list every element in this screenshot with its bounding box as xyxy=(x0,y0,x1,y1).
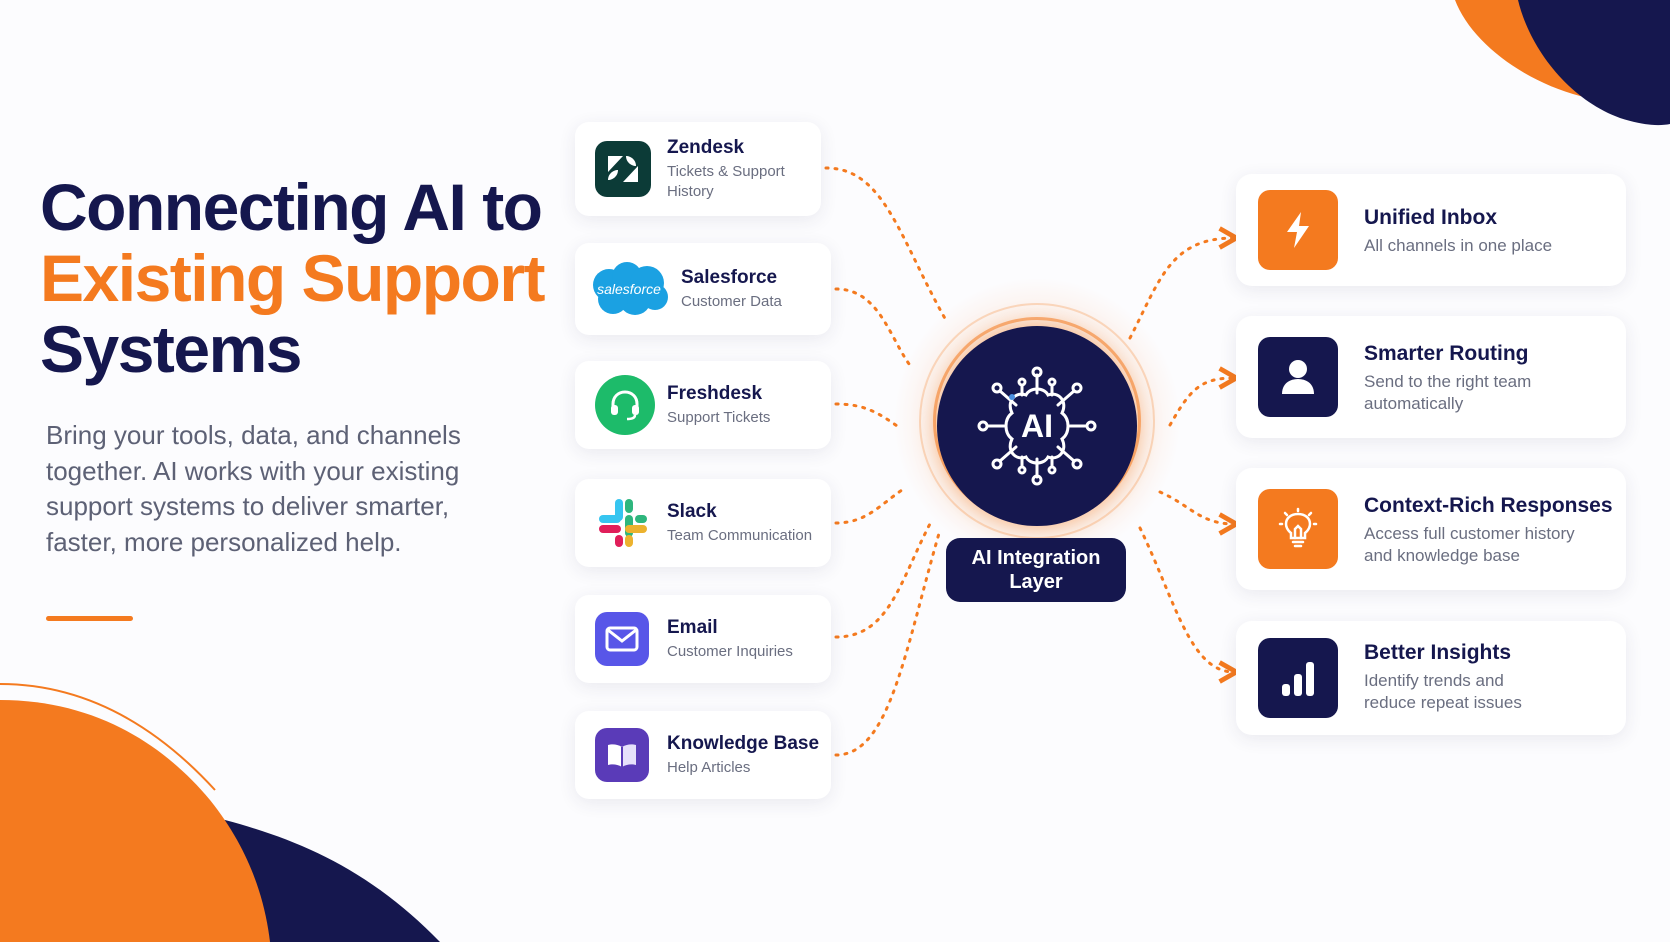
source-name: Knowledge Base xyxy=(667,733,820,754)
source-card-salesforce: salesforce Salesforce Customer Data xyxy=(575,243,831,335)
outcome-description: All channels in one place xyxy=(1364,236,1553,255)
zendesk-logo-icon xyxy=(595,141,651,197)
headset-icon xyxy=(595,375,655,435)
outcome-description: Send to the right team automatically xyxy=(1364,372,1532,413)
ai-brain-icon: AI xyxy=(977,366,1097,486)
connector-unified-inbox xyxy=(1128,238,1234,340)
source-name: Zendesk xyxy=(667,137,745,158)
salesforce-logo-text: salesforce xyxy=(597,281,661,297)
outcome-card-unified-inbox: Unified Inbox All channels in one place xyxy=(1236,174,1626,286)
salesforce-logo-icon: salesforce xyxy=(587,259,671,319)
headline-line-3: Systems xyxy=(40,312,303,386)
source-text-email: Email Customer Inquiries xyxy=(667,616,823,662)
outcome-text-context-rich: Context-Rich Responses Access full custo… xyxy=(1364,492,1616,567)
intro-text: Bring your tools, data, and channels tog… xyxy=(46,420,461,557)
source-card-slack: Slack Team Communication xyxy=(575,479,831,567)
headline: Connecting AI to Existing Support System… xyxy=(40,170,546,386)
connector-zendesk xyxy=(824,166,949,324)
source-name: Freshdesk xyxy=(667,383,763,404)
hub-label-line-1: AI Integration xyxy=(971,547,1101,569)
hub-label-line-2: Layer xyxy=(1009,571,1063,593)
connector-salesforce xyxy=(834,287,914,370)
source-description: Team Communication xyxy=(667,527,813,544)
top-right-navy-blob xyxy=(1518,0,1670,126)
outcome-name: Unified Inbox xyxy=(1364,206,1497,229)
source-card-knowledge-base: Knowledge Base Help Articles xyxy=(575,711,831,799)
source-text-freshdesk: Freshdesk Support Tickets xyxy=(667,382,823,428)
headline-line-1: Connecting AI to xyxy=(40,170,543,244)
lightning-icon xyxy=(1258,190,1338,270)
outcome-name: Better Insights xyxy=(1364,641,1512,664)
outcome-card-smarter-routing: Smarter Routing Send to the right team a… xyxy=(1236,316,1626,438)
bar-chart-icon xyxy=(1258,638,1338,718)
connector-slack xyxy=(834,488,904,525)
connector-email xyxy=(834,518,934,639)
hub-label: AI Integration Layer xyxy=(946,538,1126,602)
source-text-salesforce: Salesforce Customer Data xyxy=(681,266,823,312)
outcome-card-context-rich: Context-Rich Responses Access full custo… xyxy=(1236,468,1626,590)
lightbulb-icon xyxy=(1258,489,1338,569)
source-card-freshdesk: Freshdesk Support Tickets xyxy=(575,361,831,449)
slack-logo-icon xyxy=(595,495,651,551)
source-description: Customer Data xyxy=(681,293,782,310)
outcome-description: Access full customer history and knowled… xyxy=(1364,524,1575,565)
source-card-email: Email Customer Inquiries xyxy=(575,595,831,683)
book-icon xyxy=(595,728,649,782)
connector-better-insights xyxy=(1138,526,1234,672)
ai-hub-text: AI xyxy=(1021,408,1053,444)
source-name: Slack xyxy=(667,501,717,522)
source-card-zendesk: Zendesk Tickets & Support History xyxy=(575,122,821,216)
ai-hub: AI xyxy=(937,326,1137,526)
connector-freshdesk xyxy=(834,402,902,430)
source-description: Tickets & Support History xyxy=(667,163,785,200)
bottom-left-orange-blob xyxy=(0,700,270,942)
source-text-slack: Slack Team Communication xyxy=(667,500,823,546)
source-name: Salesforce xyxy=(681,267,778,288)
outcome-description: Identify trends and reduce repeat issues xyxy=(1364,671,1522,712)
accent-divider xyxy=(46,616,133,621)
bottom-left-outline-curve xyxy=(0,683,216,791)
envelope-icon xyxy=(595,612,649,666)
headline-line-2: Existing Support xyxy=(40,241,546,315)
source-description: Help Articles xyxy=(667,759,751,776)
source-description: Support Tickets xyxy=(667,409,771,426)
outcome-text-smarter-routing: Smarter Routing Send to the right team a… xyxy=(1364,340,1564,415)
connector-smarter-routing xyxy=(1168,378,1234,427)
source-description: Customer Inquiries xyxy=(667,643,793,660)
outcome-name: Context-Rich Responses xyxy=(1364,494,1613,517)
user-icon xyxy=(1258,337,1338,417)
source-text-knowledge-base: Knowledge Base Help Articles xyxy=(667,732,823,778)
outcome-text-better-insights: Better Insights Identify trends and redu… xyxy=(1364,639,1534,714)
source-text-zendesk: Zendesk Tickets & Support History xyxy=(667,136,813,202)
outcome-text-unified-inbox: Unified Inbox All channels in one place xyxy=(1364,204,1616,257)
connector-knowledge-base xyxy=(834,528,942,757)
outcome-name: Smarter Routing xyxy=(1364,342,1529,365)
source-name: Email xyxy=(667,617,718,638)
outcome-card-better-insights: Better Insights Identify trends and redu… xyxy=(1236,621,1626,735)
connector-context-rich xyxy=(1158,490,1234,524)
